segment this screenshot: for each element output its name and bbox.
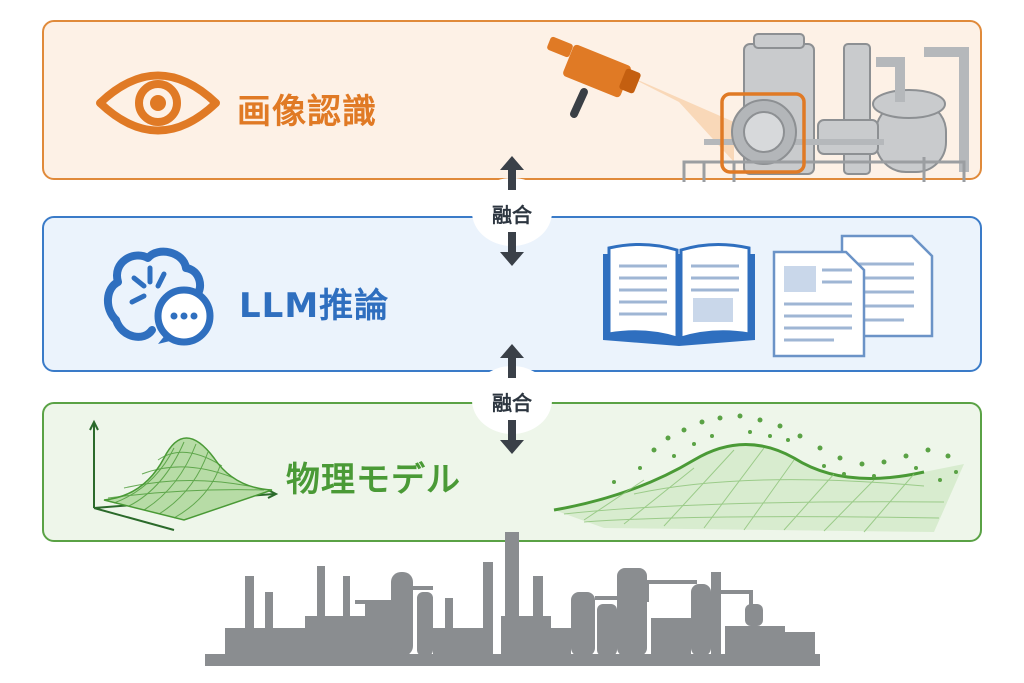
eye-icon: [96, 71, 220, 135]
camera-inspection-illustration: [547, 33, 969, 182]
llm-layer-band: LLM推論: [42, 216, 982, 372]
connector-background: [472, 178, 552, 246]
fusion-label-1: 融合: [492, 203, 532, 227]
brain-chat-icon: [104, 247, 214, 346]
point-cloud-surface-illustration: [553, 413, 964, 533]
physics-layer-label: 物理モデル: [286, 460, 461, 500]
fusion-connector-1: 融合: [470, 154, 554, 274]
open-book-illustration: [603, 242, 755, 346]
surface-plot-icon: [89, 419, 279, 531]
fusion-label-2: 融合: [492, 391, 532, 415]
documents-illustration: [772, 234, 934, 358]
connector-background: [472, 366, 552, 434]
factory-skyline-illustration: [205, 532, 820, 666]
vision-layer-label: 画像認識: [237, 92, 377, 132]
arrow-down-icon: [500, 232, 524, 266]
arrow-down-icon: [500, 420, 524, 454]
vision-layer-band: 画像認識: [42, 20, 982, 182]
arrow-up-icon: [500, 156, 524, 190]
llm-layer-label: LLM推論: [239, 286, 390, 326]
arrow-up-icon: [500, 344, 524, 378]
fusion-connector-2: 融合: [470, 342, 554, 462]
camera-icon: [547, 36, 641, 118]
